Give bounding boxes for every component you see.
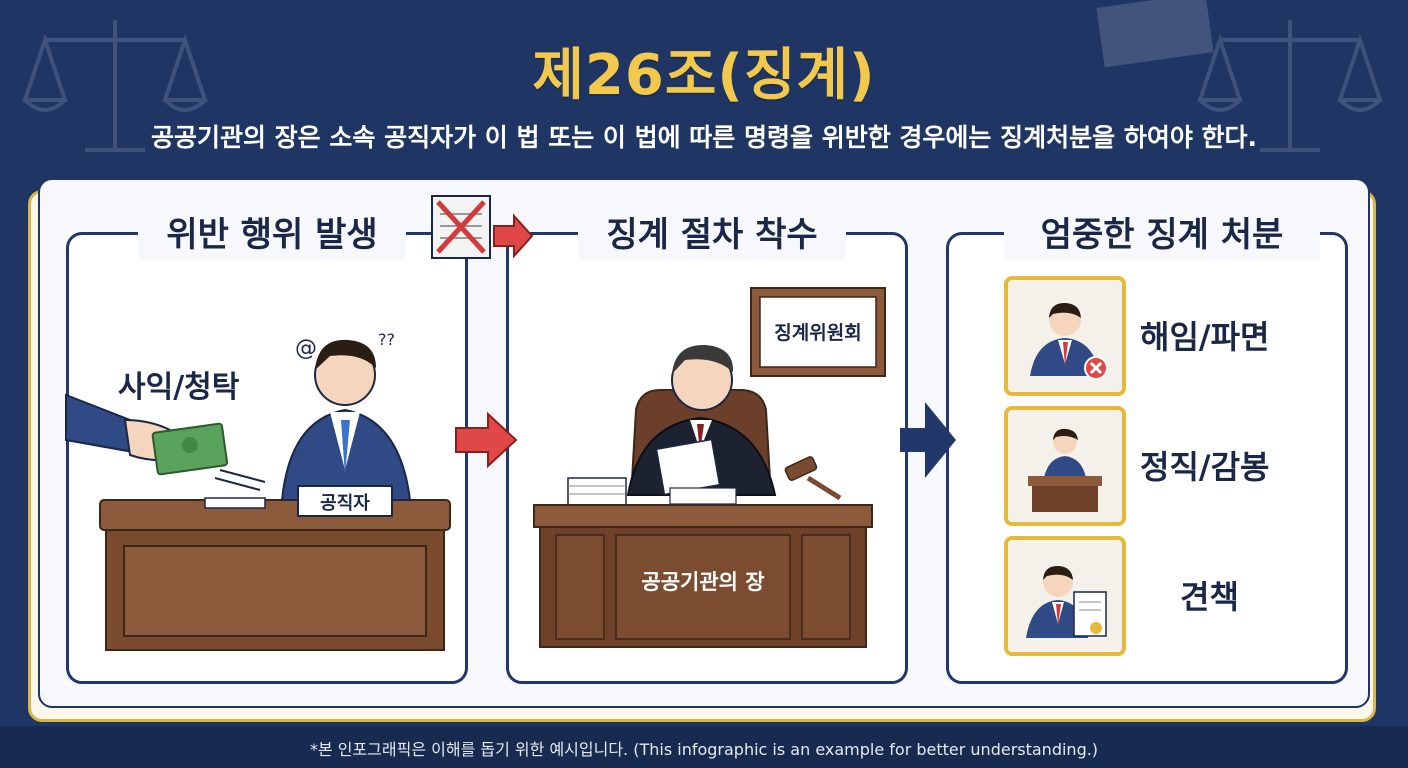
- outcome-suspension-label: 정직/감봉: [1140, 448, 1270, 486]
- committee-sign-label: 징계위원회: [774, 322, 862, 344]
- footer-bar: *본 인포그래픽은 이해를 돕기 위한 예시입니다. (This infogra…: [0, 726, 1408, 768]
- footer-disclaimer: *본 인포그래픽은 이해를 돕기 위한 예시입니다. (This infogra…: [309, 740, 1099, 759]
- page-title: 제26조(징계): [532, 43, 876, 108]
- page-subtitle: 공공기관의 장은 소속 공직자가 이 법 또는 이 법에 따른 명령을 위반한 …: [150, 123, 1258, 152]
- desk-label: 공공기관의 장: [641, 570, 765, 594]
- panel-violation: [66, 232, 468, 684]
- panel-title-violation: 위반 행위 발생: [138, 210, 406, 260]
- nameplate-label: 공직자: [320, 493, 370, 514]
- panel-procedure: [506, 232, 908, 684]
- outcome-dismissal-thumb: [1004, 276, 1126, 396]
- panel-title-penalty: 엄중한 징계 처분: [1004, 210, 1320, 260]
- scales-of-justice-left-icon: [22, 20, 208, 152]
- bribe-label: 사익/청탁: [118, 370, 240, 405]
- outcome-dismissal-label: 해임/파면: [1140, 318, 1270, 356]
- outcome-suspension-thumb: [1004, 406, 1126, 526]
- outcome-reprimand-thumb: [1004, 536, 1126, 656]
- panel-title-procedure: 징계 절차 착수: [578, 210, 846, 260]
- scales-of-justice-right-icon: [1197, 20, 1383, 152]
- outcome-reprimand-label: 견책: [1180, 578, 1239, 616]
